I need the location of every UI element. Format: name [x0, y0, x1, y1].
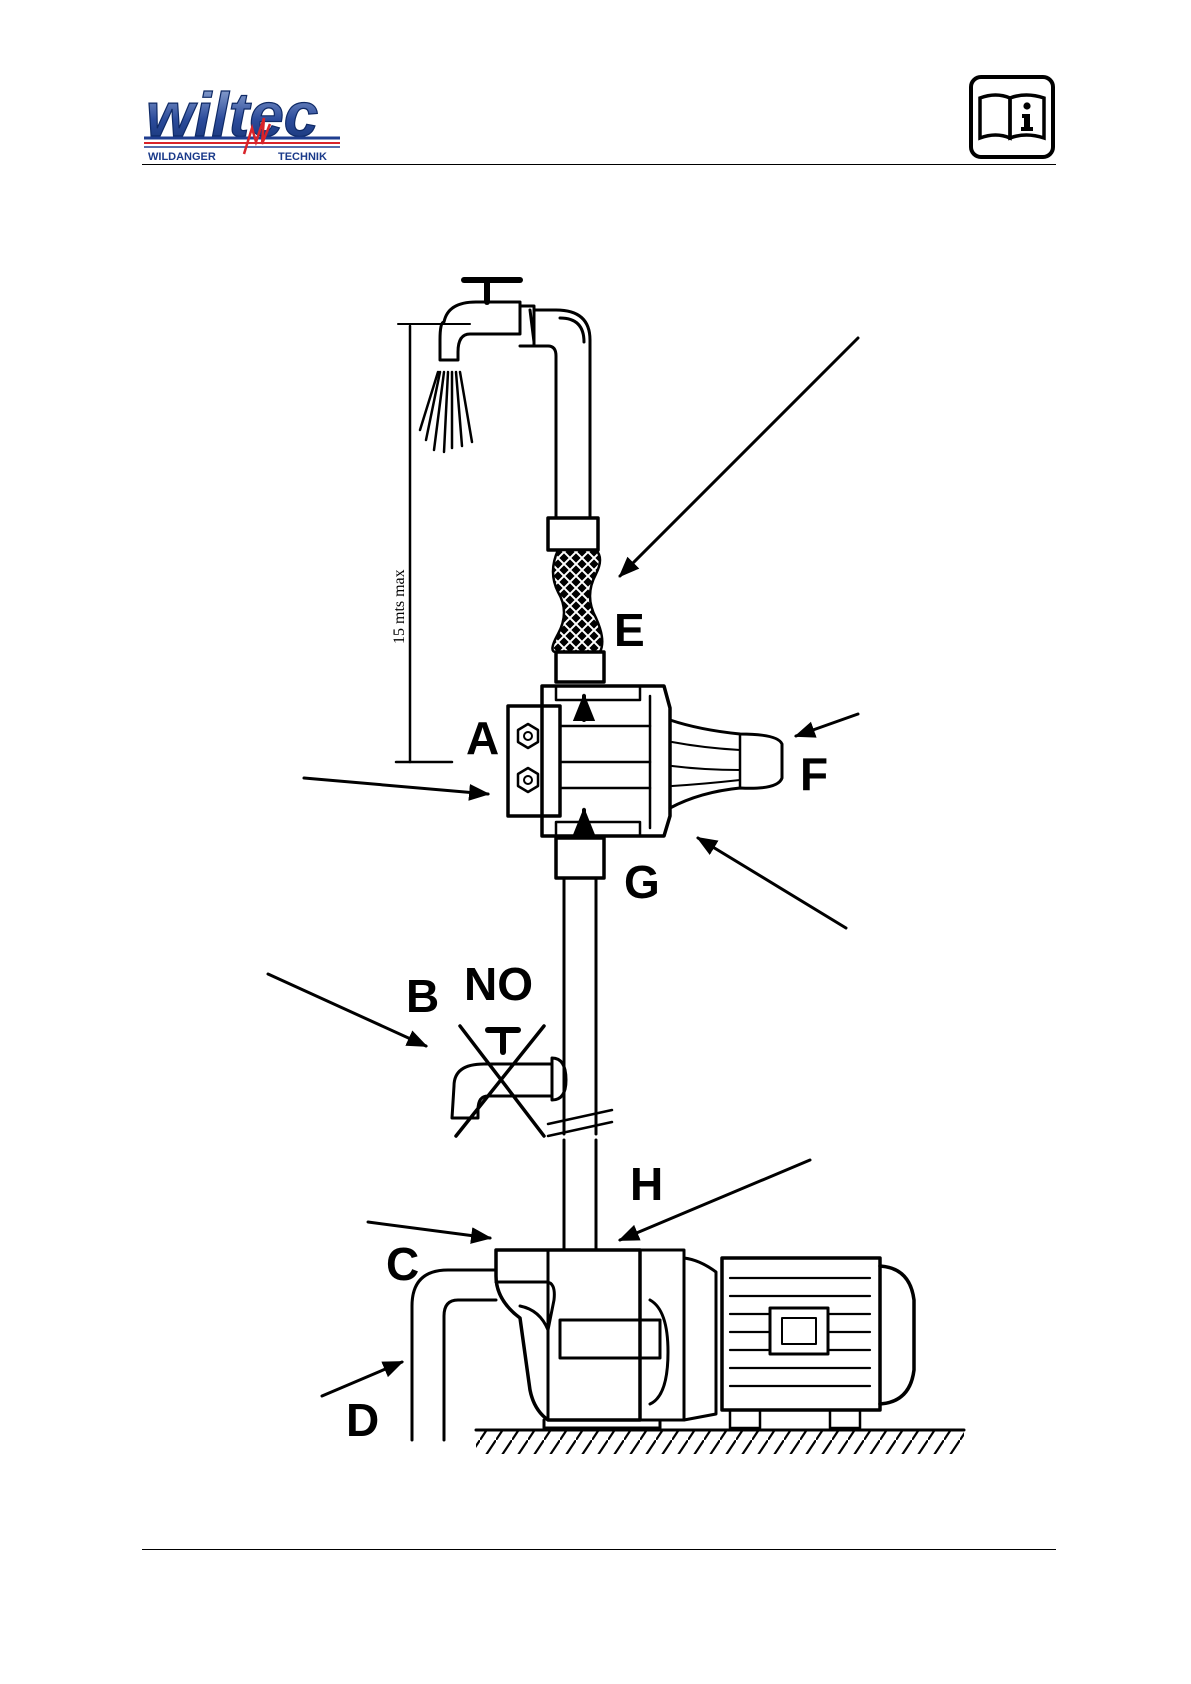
label-f: F — [800, 748, 828, 800]
lower-nipple — [556, 838, 604, 878]
pressure-controller — [508, 686, 782, 836]
arrow-a — [304, 778, 488, 794]
label-e: E — [614, 604, 645, 656]
arrow-c — [368, 1222, 490, 1238]
ground — [476, 1430, 964, 1454]
outlet-pipe — [534, 310, 598, 550]
label-h: H — [630, 1158, 663, 1210]
outlet-faucet — [440, 280, 534, 360]
label-c: C — [386, 1238, 419, 1290]
surface-pump — [496, 1250, 914, 1428]
arrow-d — [322, 1362, 402, 1396]
arrow-e — [620, 338, 858, 576]
suction-pipe — [412, 1270, 496, 1440]
label-g: G — [624, 856, 660, 908]
height-limit-label: 15 mts max — [391, 569, 408, 644]
water-stream — [420, 372, 472, 452]
delivery-pipe — [548, 878, 612, 1250]
arrow-g — [698, 838, 846, 928]
upper-nipple — [556, 652, 604, 682]
label-no: NO — [464, 958, 533, 1010]
side-tap-crossed — [452, 1026, 566, 1136]
label-d: D — [346, 1394, 379, 1446]
arrow-f — [796, 714, 858, 736]
label-a: A — [466, 712, 499, 764]
label-b: B — [406, 970, 439, 1022]
arrow-b — [268, 974, 426, 1046]
flexible-hose — [552, 550, 602, 652]
